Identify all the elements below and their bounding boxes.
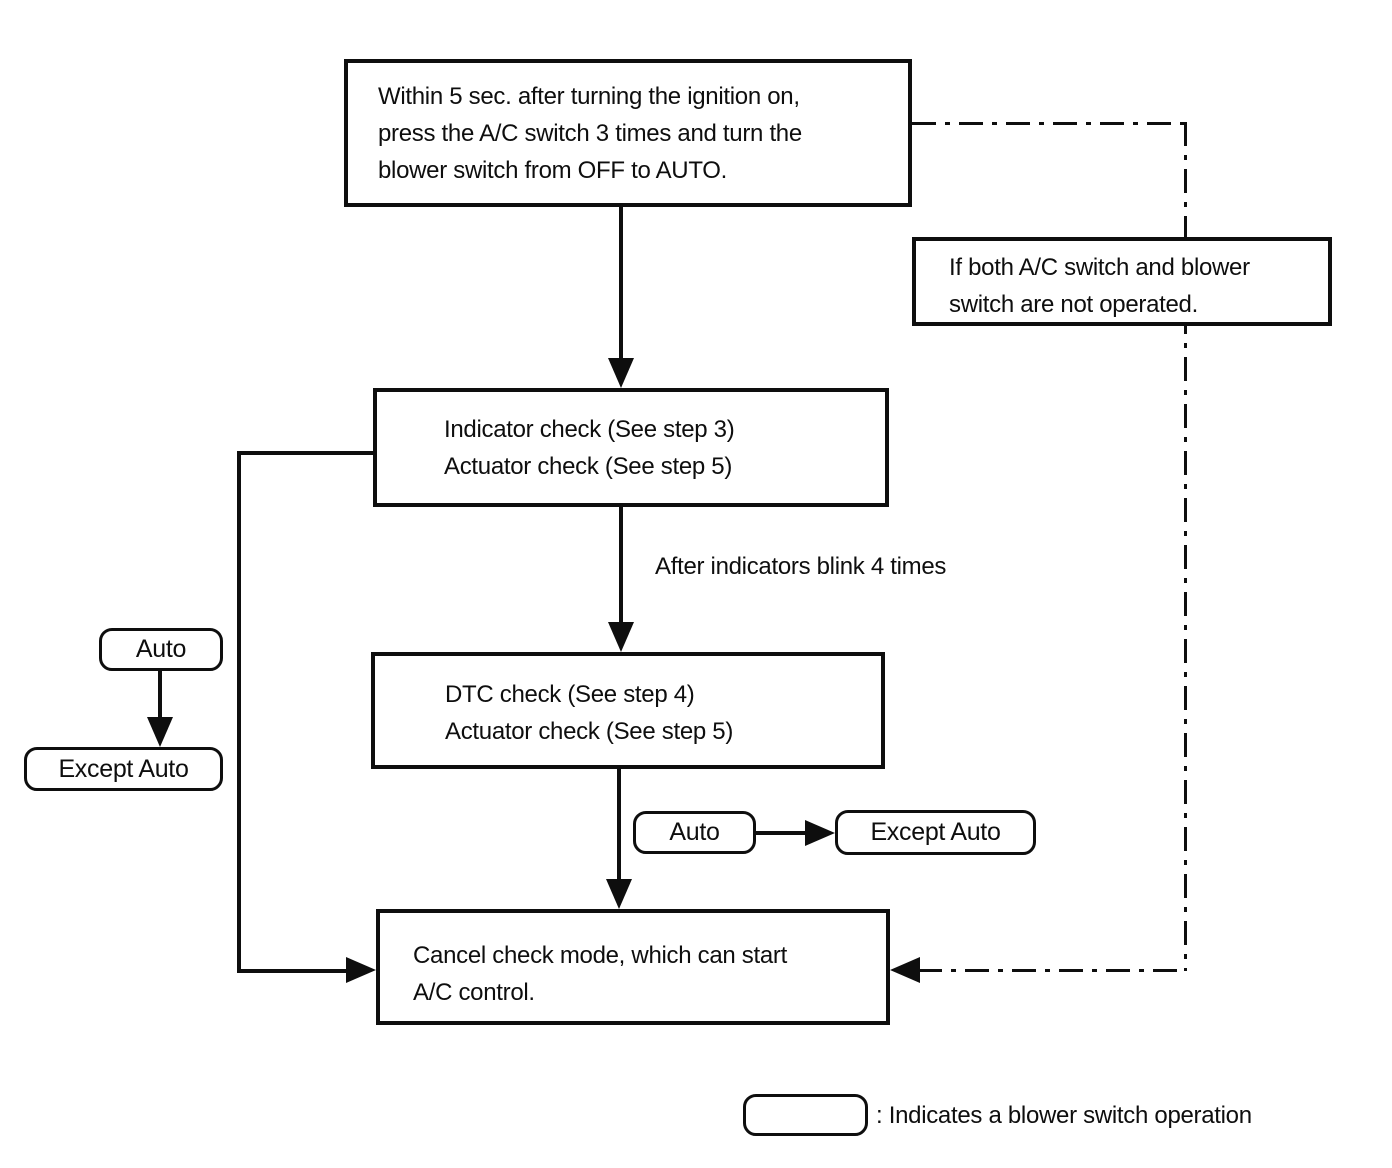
connector-auto-except-left [158, 670, 162, 718]
node-text-line: If both A/C switch and blower [949, 254, 1250, 281]
node-text-line: switch are not operated. [949, 291, 1198, 318]
pill-auto-left: Auto [99, 628, 223, 671]
connector-dtc-cancel [617, 767, 621, 879]
arrowhead-down-icon [608, 622, 634, 652]
node-text-line: blower switch from OFF to AUTO. [378, 157, 728, 184]
arrowhead-left-icon [890, 957, 920, 983]
legend-blower-switch-sample [743, 1094, 868, 1136]
connector-bypass-top [912, 122, 1188, 125]
arrowhead-right-icon [805, 820, 835, 846]
label-after-indicators-blink: After indicators blink 4 times [655, 553, 947, 580]
connector-auto-except-mid [756, 831, 806, 835]
arrowhead-down-icon [147, 717, 173, 747]
connector-left-bottom [237, 969, 349, 973]
node-text-line: press the A/C switch 3 times and turn th… [378, 120, 802, 147]
pill-auto-mid: Auto [633, 811, 756, 854]
connector-start-indicator [619, 205, 623, 359]
connector-left-vertical [237, 451, 241, 971]
connector-bypass-vertical [1184, 122, 1187, 971]
node-text-line: Within 5 sec. after turning the ignition… [378, 83, 800, 110]
node-text-line: A/C control. [413, 979, 535, 1006]
node-cancel-check-mode: Cancel check mode, which can start A/C c… [376, 909, 890, 1025]
connector-bypass-bottom [918, 969, 1186, 972]
node-text-line: Cancel check mode, which can start [413, 942, 787, 969]
connector-left-top [237, 451, 375, 455]
pill-except-auto-left: Except Auto [24, 747, 223, 791]
node-not-operated: If both A/C switch and blower switch are… [912, 237, 1332, 326]
arrowhead-down-icon [608, 358, 634, 388]
node-dtc-check: DTC check (See step 4) Actuator check (S… [371, 652, 885, 769]
node-text-line: DTC check (See step 4) [445, 681, 695, 708]
pill-except-auto-mid: Except Auto [835, 810, 1036, 855]
connector-indicator-dtc [619, 505, 623, 623]
node-start: Within 5 sec. after turning the ignition… [344, 59, 912, 207]
node-text-line: Actuator check (See step 5) [444, 453, 733, 480]
arrowhead-right-icon [346, 957, 376, 983]
node-indicator-check: Indicator check (See step 3) Actuator ch… [373, 388, 889, 507]
arrowhead-down-icon [606, 879, 632, 909]
node-text-line: Indicator check (See step 3) [444, 416, 735, 443]
node-text-line: Actuator check (See step 5) [445, 718, 734, 745]
legend-caption: : Indicates a blower switch operation [876, 1102, 1252, 1129]
